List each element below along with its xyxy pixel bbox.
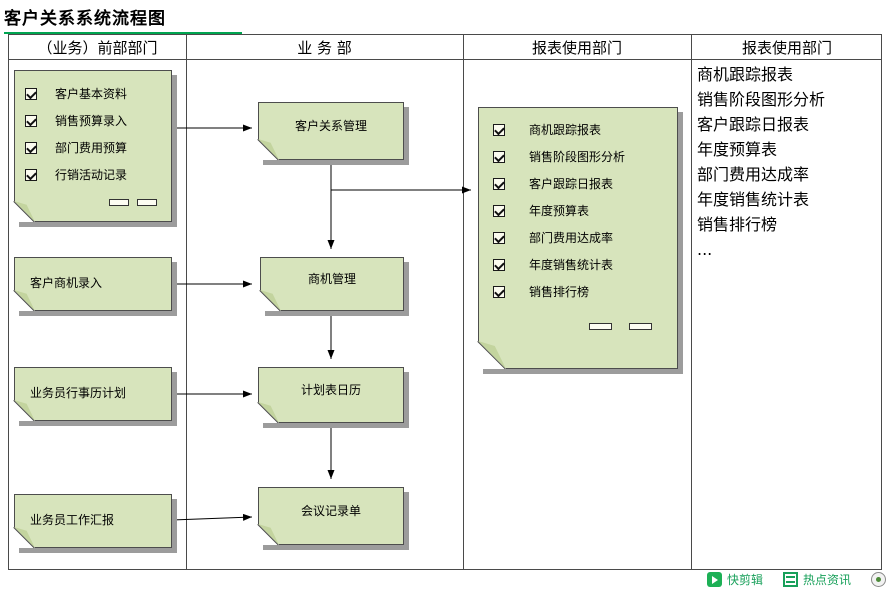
note-label: 会议记录单 [300, 503, 361, 518]
note-crm-management[interactable]: 客户关系管理 [257, 102, 404, 161]
list-item-label: 客户基本资料 [55, 87, 128, 101]
note-source-inputs[interactable]: 客户基本资料 销售预算录入 部门费用预算 行销活动记录 [13, 70, 172, 223]
browser-tray: 快剪辑 热点资讯 [706, 571, 886, 588]
note-label: 业务员行事历计划 [30, 385, 127, 400]
column-divider [691, 35, 692, 569]
column-header-front-dept: （业务）前部部门 [37, 39, 158, 57]
table-header-row: （业务）前部部门 业 务 部 报表使用部门 报表使用部门 [9, 35, 881, 60]
list-item-label: 客户跟踪日报表 [529, 177, 614, 191]
report-list-item: 商机跟踪报表 [697, 65, 794, 84]
list-item: 客户基本资料 [25, 85, 127, 102]
note-salesman-work-report[interactable]: 业务员工作汇报 [13, 494, 172, 549]
page-title: 客户关系系统流程图 [4, 4, 242, 34]
column-header-report-users-2: 报表使用部门 [741, 39, 832, 57]
note-report-list[interactable]: 商机跟踪报表 销售阶段图形分析 客户跟踪日报表 年度预算表 部门费用达成率 年度… [477, 107, 678, 370]
quick-clip-icon [706, 572, 722, 587]
list-item: 年度预算表 [493, 202, 625, 219]
hot-news-button[interactable]: 热点资讯 [782, 571, 851, 588]
list-item: 销售预算录入 [25, 112, 127, 129]
checked-checkbox-icon [493, 231, 505, 244]
list-item: 部门费用达成率 [493, 229, 625, 246]
list-item-label: 商机跟踪报表 [529, 123, 602, 137]
mini-bar [109, 199, 129, 206]
hot-news-label: 热点资讯 [802, 573, 851, 587]
note-label: 业务员工作汇报 [30, 512, 115, 527]
list-item-label: 部门费用预算 [55, 141, 128, 155]
list-item-label: 年度预算表 [529, 204, 590, 218]
note-label: 客户关系管理 [294, 118, 367, 133]
checked-checkbox-icon [25, 168, 37, 181]
report-list-item: 销售阶段图形分析 [697, 90, 826, 109]
checked-checkbox-icon [493, 285, 505, 298]
list-item-label: 销售排行榜 [529, 285, 590, 299]
list-item: 部门费用预算 [25, 139, 127, 156]
list-item-label: 部门费用达成率 [529, 231, 614, 245]
column-header-business-dept: 业 务 部 [297, 39, 352, 57]
report-name-list: 商机跟踪报表 销售阶段图形分析 客户跟踪日报表 年度预算表 部门费用达成率 年度… [697, 62, 879, 262]
checked-checkbox-icon [493, 177, 505, 190]
list-item-label: 销售阶段图形分析 [529, 150, 626, 164]
tray-icon[interactable] [871, 572, 886, 587]
report-list-item: 销售排行榜 [697, 215, 778, 234]
report-list-item: 年度预算表 [697, 140, 778, 159]
checked-checkbox-icon [493, 204, 505, 217]
note-opportunity-management[interactable]: 商机管理 [259, 257, 404, 312]
mini-bar [629, 323, 652, 330]
checked-checkbox-icon [25, 114, 37, 127]
checked-checkbox-icon [25, 87, 37, 100]
list-item-label: 年度销售统计表 [529, 258, 614, 272]
column-divider [463, 35, 464, 569]
checked-checkbox-icon [493, 123, 505, 136]
checked-checkbox-icon [25, 141, 37, 154]
mini-bar [137, 199, 157, 206]
checklist: 客户基本资料 销售预算录入 部门费用预算 行销活动记录 [25, 85, 127, 183]
note-label: 客户商机录入 [30, 275, 103, 290]
list-item: 年度销售统计表 [493, 256, 625, 273]
report-list-item: 年度销售统计表 [697, 190, 810, 209]
list-item-label: 行销活动记录 [55, 168, 128, 182]
note-meeting-record[interactable]: 会议记录单 [257, 487, 404, 546]
column-divider [186, 35, 187, 569]
quick-clip-button[interactable]: 快剪辑 [706, 571, 763, 588]
note-label: 计划表日历 [300, 382, 361, 397]
report-list-item: ... [697, 240, 713, 259]
list-item: 商机跟踪报表 [493, 121, 625, 138]
note-label: 商机管理 [307, 271, 356, 286]
checked-checkbox-icon [493, 150, 505, 163]
list-item: 行销活动记录 [25, 166, 127, 183]
list-item: 销售排行榜 [493, 283, 625, 300]
checked-checkbox-icon [493, 258, 505, 271]
report-list-item: 部门费用达成率 [697, 165, 810, 184]
report-list-item: 客户跟踪日报表 [697, 115, 810, 134]
note-plan-calendar[interactable]: 计划表日历 [257, 367, 404, 424]
list-item-label: 销售预算录入 [55, 114, 128, 128]
note-salesman-schedule[interactable]: 业务员行事历计划 [13, 367, 172, 422]
arrow-work-report-to-meeting [171, 513, 253, 521]
column-header-report-users: 报表使用部门 [531, 39, 622, 57]
hot-news-icon [782, 572, 798, 587]
list-item: 客户跟踪日报表 [493, 175, 625, 192]
checklist: 商机跟踪报表 销售阶段图形分析 客户跟踪日报表 年度预算表 部门费用达成率 年度… [493, 121, 625, 300]
swimlane-table: （业务）前部部门 业 务 部 报表使用部门 报表使用部门 [8, 34, 882, 570]
mini-bar [589, 323, 612, 330]
list-item: 销售阶段图形分析 [493, 148, 625, 165]
quick-clip-label: 快剪辑 [726, 573, 763, 587]
note-opportunity-input[interactable]: 客户商机录入 [13, 257, 172, 312]
